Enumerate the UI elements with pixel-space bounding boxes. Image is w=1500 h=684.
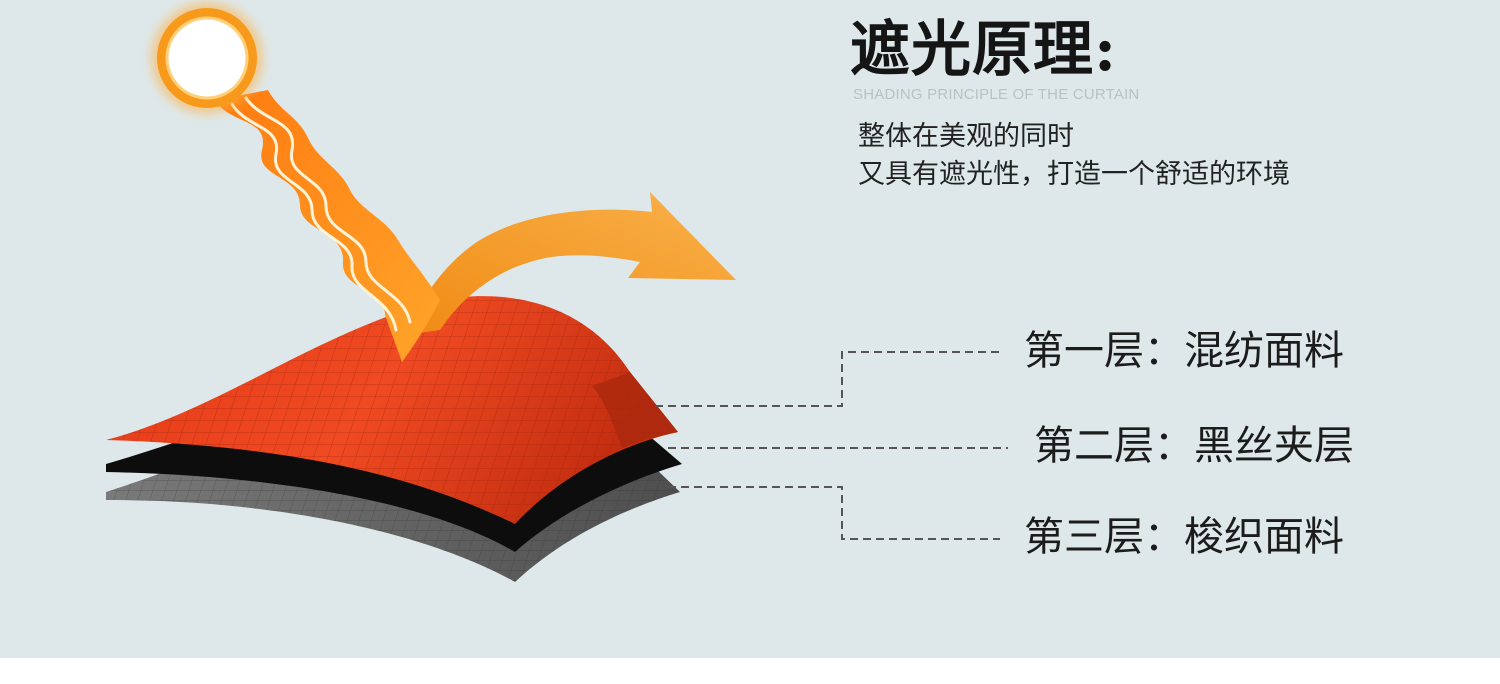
sun-ring-icon (151, 2, 263, 114)
leader-lines (655, 351, 1008, 540)
first-layer-label: 第一层：混纺面料 (1024, 328, 1344, 374)
description-line-1: 整体在美观的同时 (858, 121, 1074, 152)
page-title: 遮光原理: (850, 15, 1118, 85)
reflection-curved-arrow-icon (405, 192, 736, 335)
third-layer-label: 第三层：梭织面料 (1024, 514, 1344, 560)
leader-line-third-layer (668, 486, 1000, 540)
leader-line-first-layer (655, 351, 1000, 407)
page-subtitle: SHADING PRINCIPLE OF THE CURTAIN (853, 86, 1140, 103)
first-layer-fabric (106, 296, 678, 524)
description-line-2: 又具有遮光性，打造一个舒适的环境 (858, 159, 1290, 190)
shading-principle-illustration (106, 2, 1008, 582)
wavy-light-beam-icon (215, 90, 440, 362)
second-layer-label: 第二层：黑丝夹层 (1034, 423, 1354, 469)
